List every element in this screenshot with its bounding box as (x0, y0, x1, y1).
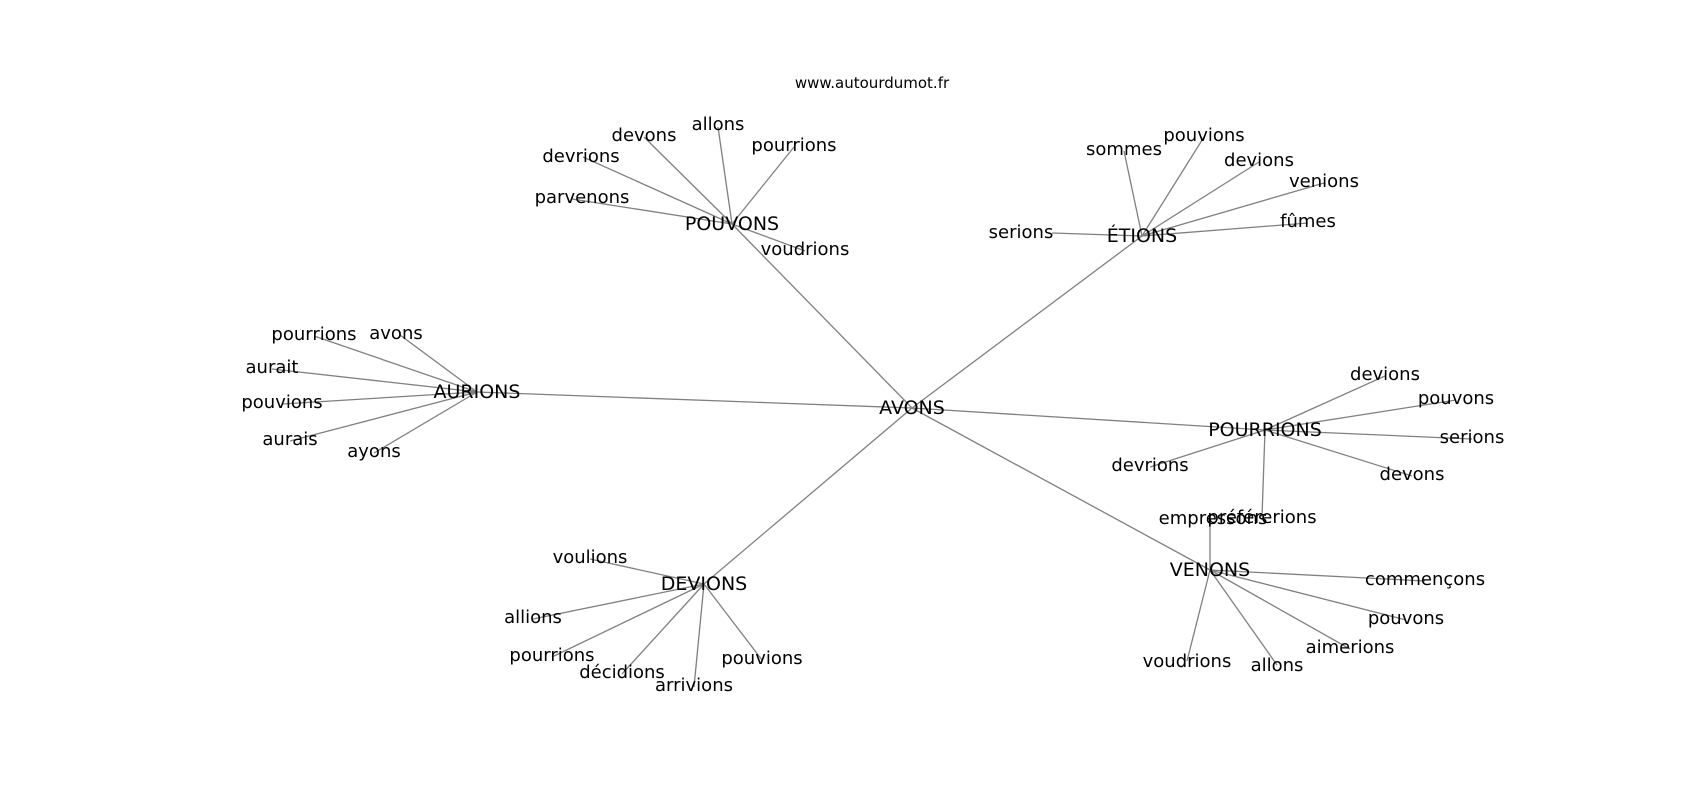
node-leaf-aurions-5[interactable]: ayons (347, 441, 400, 462)
edge-aurions-leaf-4 (289, 391, 478, 442)
node-leaf-pouvons-5[interactable]: voudrions (761, 239, 850, 260)
edge-pouvons-leaf-5 (731, 223, 806, 252)
edge-devions-leaf-3 (621, 583, 705, 675)
node-leaf-pouvons-2[interactable]: devons (612, 125, 677, 146)
node-leaf-pouvons-3[interactable]: allons (692, 114, 745, 135)
edge-devions-leaf-0 (589, 558, 705, 585)
edge-pouvons-leaf-4 (731, 146, 795, 225)
node-leaf-etions-1[interactable]: sommes (1086, 139, 1162, 160)
node-leaf-pourrions-3[interactable]: devons (1380, 464, 1445, 485)
edge-aurions-leaf-2 (271, 368, 478, 393)
edge-venons-leaf-3 (1209, 569, 1351, 650)
node-leaf-etions-3[interactable]: devions (1224, 150, 1294, 171)
node-hub-pourrions[interactable]: POURRIONS (1208, 419, 1322, 441)
node-leaf-venons-3[interactable]: aimerions (1306, 637, 1395, 658)
node-leaf-devions-4[interactable]: arrivions (655, 675, 733, 696)
node-leaf-devions-0[interactable]: voulions (553, 547, 628, 568)
node-leaf-etions-4[interactable]: venions (1289, 171, 1359, 192)
node-leaf-aurions-3[interactable]: pouvions (241, 392, 322, 413)
edge-etions-leaf-2 (1141, 136, 1205, 237)
node-leaf-etions-5[interactable]: fûmes (1280, 211, 1336, 232)
edge-pourrions-leaf-1 (1264, 399, 1457, 431)
edge-aurions-leaf-3 (281, 391, 478, 405)
edge-pouvons-leaf-1 (582, 156, 733, 225)
edge-pourrions-leaf-5 (1261, 429, 1266, 518)
edge-devions-leaf-1 (532, 583, 705, 620)
edge-layer (271, 126, 1473, 688)
edge-etions-leaf-0 (1051, 232, 1143, 237)
edge-center-etions (911, 235, 1143, 409)
edge-venons-leaf-4 (1209, 569, 1278, 666)
node-leaf-devions-3[interactable]: décidions (579, 662, 665, 683)
node-center-avons[interactable]: AVONS (879, 397, 945, 419)
edge-etions-leaf-5 (1141, 222, 1309, 237)
node-leaf-pourrions-0[interactable]: devions (1350, 364, 1420, 385)
node-leaf-etions-0[interactable]: serions (989, 222, 1054, 243)
edge-venons-leaf-1 (1209, 569, 1426, 582)
edge-pourrions-leaf-0 (1264, 375, 1386, 431)
label-layer: AVONSPOUVONSparvenonsdevrionsdevonsallon… (241, 114, 1504, 696)
edge-center-pouvons (731, 223, 913, 409)
node-hub-aurions[interactable]: AURIONS (434, 381, 521, 403)
edge-pouvons-leaf-2 (643, 136, 733, 225)
edge-center-aurions (476, 391, 913, 409)
edge-aurions-leaf-0 (313, 335, 478, 393)
edge-venons-leaf-5 (1186, 569, 1211, 662)
edge-aurions-leaf-1 (399, 334, 478, 393)
edge-devions-leaf-4 (693, 583, 705, 688)
edge-aurions-leaf-5 (373, 391, 478, 454)
node-hub-pouvons[interactable]: POUVONS (685, 213, 779, 235)
node-leaf-venons-0[interactable]: empressons (1159, 508, 1268, 529)
node-leaf-venons-1[interactable]: commençons (1365, 569, 1485, 590)
edge-venons-leaf-2 (1209, 569, 1407, 621)
node-leaf-aurions-1[interactable]: avons (369, 323, 422, 344)
node-hub-venons[interactable]: VENONS (1170, 559, 1250, 581)
edge-pourrions-leaf-2 (1264, 429, 1473, 440)
edge-center-devions (703, 407, 913, 585)
node-leaf-pourrions-1[interactable]: pouvons (1418, 388, 1494, 409)
edge-pouvons-leaf-0 (571, 198, 733, 225)
edge-center-venons (911, 407, 1211, 571)
node-leaf-venons-4[interactable]: allons (1251, 655, 1304, 676)
node-leaf-aurions-0[interactable]: pourrions (271, 324, 356, 345)
node-leaf-pourrions-5[interactable]: préférerions (1207, 507, 1316, 528)
node-leaf-venons-5[interactable]: voudrions (1143, 651, 1232, 672)
node-leaf-pouvons-1[interactable]: devrions (542, 146, 619, 167)
node-leaf-pourrions-2[interactable]: serions (1440, 427, 1505, 448)
node-hub-etions[interactable]: ÉTIONS (1107, 224, 1177, 247)
edge-pourrions-leaf-4 (1149, 429, 1266, 468)
edge-devions-leaf-2 (551, 583, 705, 658)
edge-devions-leaf-5 (703, 583, 763, 661)
node-leaf-pouvons-4[interactable]: pourrions (751, 135, 836, 156)
node-leaf-etions-2[interactable]: pouvions (1163, 125, 1244, 146)
edge-pouvons-leaf-3 (717, 126, 733, 225)
node-leaf-devions-5[interactable]: pouvions (721, 648, 802, 669)
node-leaf-aurions-4[interactable]: aurais (262, 429, 317, 450)
edge-center-pourrions (911, 407, 1266, 431)
watermark: www.autourdumot.fr (795, 74, 950, 92)
node-leaf-aurions-2[interactable]: aurait (246, 357, 299, 378)
node-hub-devions[interactable]: DEVIONS (661, 573, 747, 595)
node-leaf-pouvons-0[interactable]: parvenons (535, 187, 630, 208)
node-leaf-devions-1[interactable]: allions (504, 607, 562, 628)
edge-pourrions-leaf-3 (1264, 429, 1413, 477)
node-leaf-devions-2[interactable]: pourrions (509, 645, 594, 666)
edge-etions-leaf-1 (1123, 150, 1143, 237)
node-leaf-venons-2[interactable]: pouvons (1368, 608, 1444, 629)
node-leaf-pourrions-4[interactable]: devrions (1111, 455, 1188, 476)
edge-etions-leaf-3 (1141, 161, 1260, 237)
edge-etions-leaf-4 (1141, 182, 1325, 237)
